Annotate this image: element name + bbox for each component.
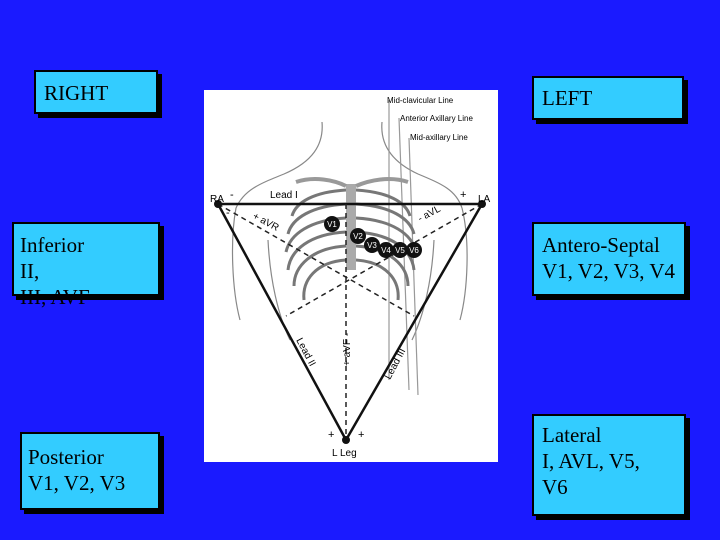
lead-ii-line <box>218 204 346 440</box>
v1-label: V1 <box>327 220 337 229</box>
lead-i-plus-sign: + <box>460 189 466 201</box>
lead-i-label: Lead I <box>270 190 298 201</box>
inferior-line-2: III, AVF <box>20 284 158 310</box>
ra-label: RA <box>210 194 224 205</box>
ecg-lead-diagram: V1 V2 V3 V4 V5 V6 Mid-clavicular Line An… <box>204 90 498 462</box>
antero-septal-box: Antero-Septal V1, V2, V3, V4 <box>532 222 686 296</box>
anterior-axillary-label: Anterior Axillary Line <box>400 114 473 123</box>
posterior-box: Posterior V1, V2, V3 <box>20 432 160 510</box>
antero-septal-leads: V1, V2, V3, V4 <box>542 258 684 284</box>
inferior-lead-ii: II, <box>20 259 39 283</box>
right-label-box: RIGHT <box>34 70 158 114</box>
lateral-leads-1: I, AVL, V5, <box>542 448 684 474</box>
ra-minus-lower-sign: - <box>226 207 230 219</box>
v3-label: V3 <box>367 241 377 250</box>
leg-plus-right-sign: + <box>358 429 364 441</box>
avf-label: + aVF - <box>342 333 353 366</box>
avl-label: - aVL <box>416 204 443 225</box>
left-label: LEFT <box>542 85 682 111</box>
antero-septal-title: Antero-Septal <box>542 232 684 258</box>
sternum <box>346 184 356 270</box>
la-label: LA <box>478 194 491 205</box>
lateral-leads-2: V6 <box>542 474 684 500</box>
lead-ii-label: Lead II <box>293 336 317 368</box>
l-leg-label: L Leg <box>332 448 357 459</box>
lateral-title: Lateral <box>542 422 684 448</box>
lead-i-minus-sign: - <box>230 189 234 201</box>
posterior-leads: V1, V2, V3 <box>28 470 158 496</box>
leg-plus-left-sign: + <box>328 429 334 441</box>
v6-label: V6 <box>409 246 419 255</box>
v2-label: V2 <box>353 232 363 241</box>
einthoven-triangle-figure: V1 V2 V3 V4 V5 V6 Mid-clavicular Line An… <box>204 90 498 462</box>
left-label-box: LEFT <box>532 76 684 120</box>
posterior-title: Posterior <box>28 444 158 470</box>
right-label: RIGHT <box>44 80 156 106</box>
v4-label: V4 <box>381 246 391 255</box>
leg-electrode <box>342 436 350 444</box>
inferior-title: Inferior <box>20 233 84 257</box>
mid-clavicular-label: Mid-clavicular Line <box>387 96 454 105</box>
v5-label: V5 <box>395 246 405 255</box>
mid-axillary-label: Mid-axillary Line <box>410 133 468 142</box>
lead-iii-label: Lead III <box>383 347 408 382</box>
lateral-box: Lateral I, AVL, V5, V6 <box>532 414 686 516</box>
